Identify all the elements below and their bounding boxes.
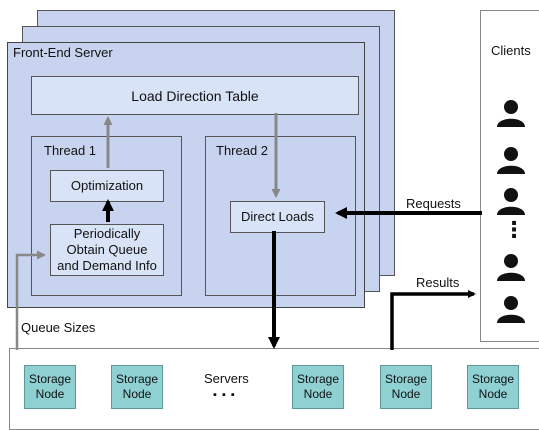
thread-2-label: Thread 2 xyxy=(216,143,269,158)
obtain-info-box: Periodically Obtain Queue and Demand Inf… xyxy=(50,224,164,276)
servers-panel: Storage Node Storage Node Servers ▪ ▪ ▪ … xyxy=(9,348,539,430)
storage-node: Storage Node xyxy=(111,365,163,409)
arrows-overlay xyxy=(15,113,482,350)
servers-label: Servers xyxy=(204,371,249,386)
servers-ellipsis: ▪ ▪ ▪ xyxy=(213,389,236,401)
client-user-icon xyxy=(496,187,526,220)
client-user-icon xyxy=(496,295,526,328)
results-label: Results xyxy=(416,275,460,290)
thread-2: Thread 2 Direct Loads xyxy=(205,136,356,296)
direct-loads-box: Direct Loads xyxy=(230,201,325,233)
requests-label: Requests xyxy=(406,196,461,211)
load-direction-table: Load Direction Table xyxy=(31,76,359,115)
front-end-server-title: Front-End Server xyxy=(13,45,113,60)
storage-node: Storage Node xyxy=(292,365,344,409)
queue-sizes-arrow xyxy=(15,250,46,350)
client-user-icon xyxy=(496,253,526,286)
storage-node: Storage Node xyxy=(24,365,76,409)
queue-sizes-label: Queue Sizes xyxy=(21,320,96,335)
clients-label: Clients xyxy=(491,43,531,58)
thread-1-label: Thread 1 xyxy=(44,143,97,158)
client-user-icon xyxy=(496,146,526,179)
clients-panel: Clients ⋮ xyxy=(480,10,539,342)
storage-node: Storage Node xyxy=(380,365,432,409)
clients-ellipsis: ⋮ xyxy=(503,217,525,242)
client-user-icon xyxy=(496,99,526,132)
storage-node: Storage Node xyxy=(467,365,519,409)
results-arrow xyxy=(390,290,476,350)
